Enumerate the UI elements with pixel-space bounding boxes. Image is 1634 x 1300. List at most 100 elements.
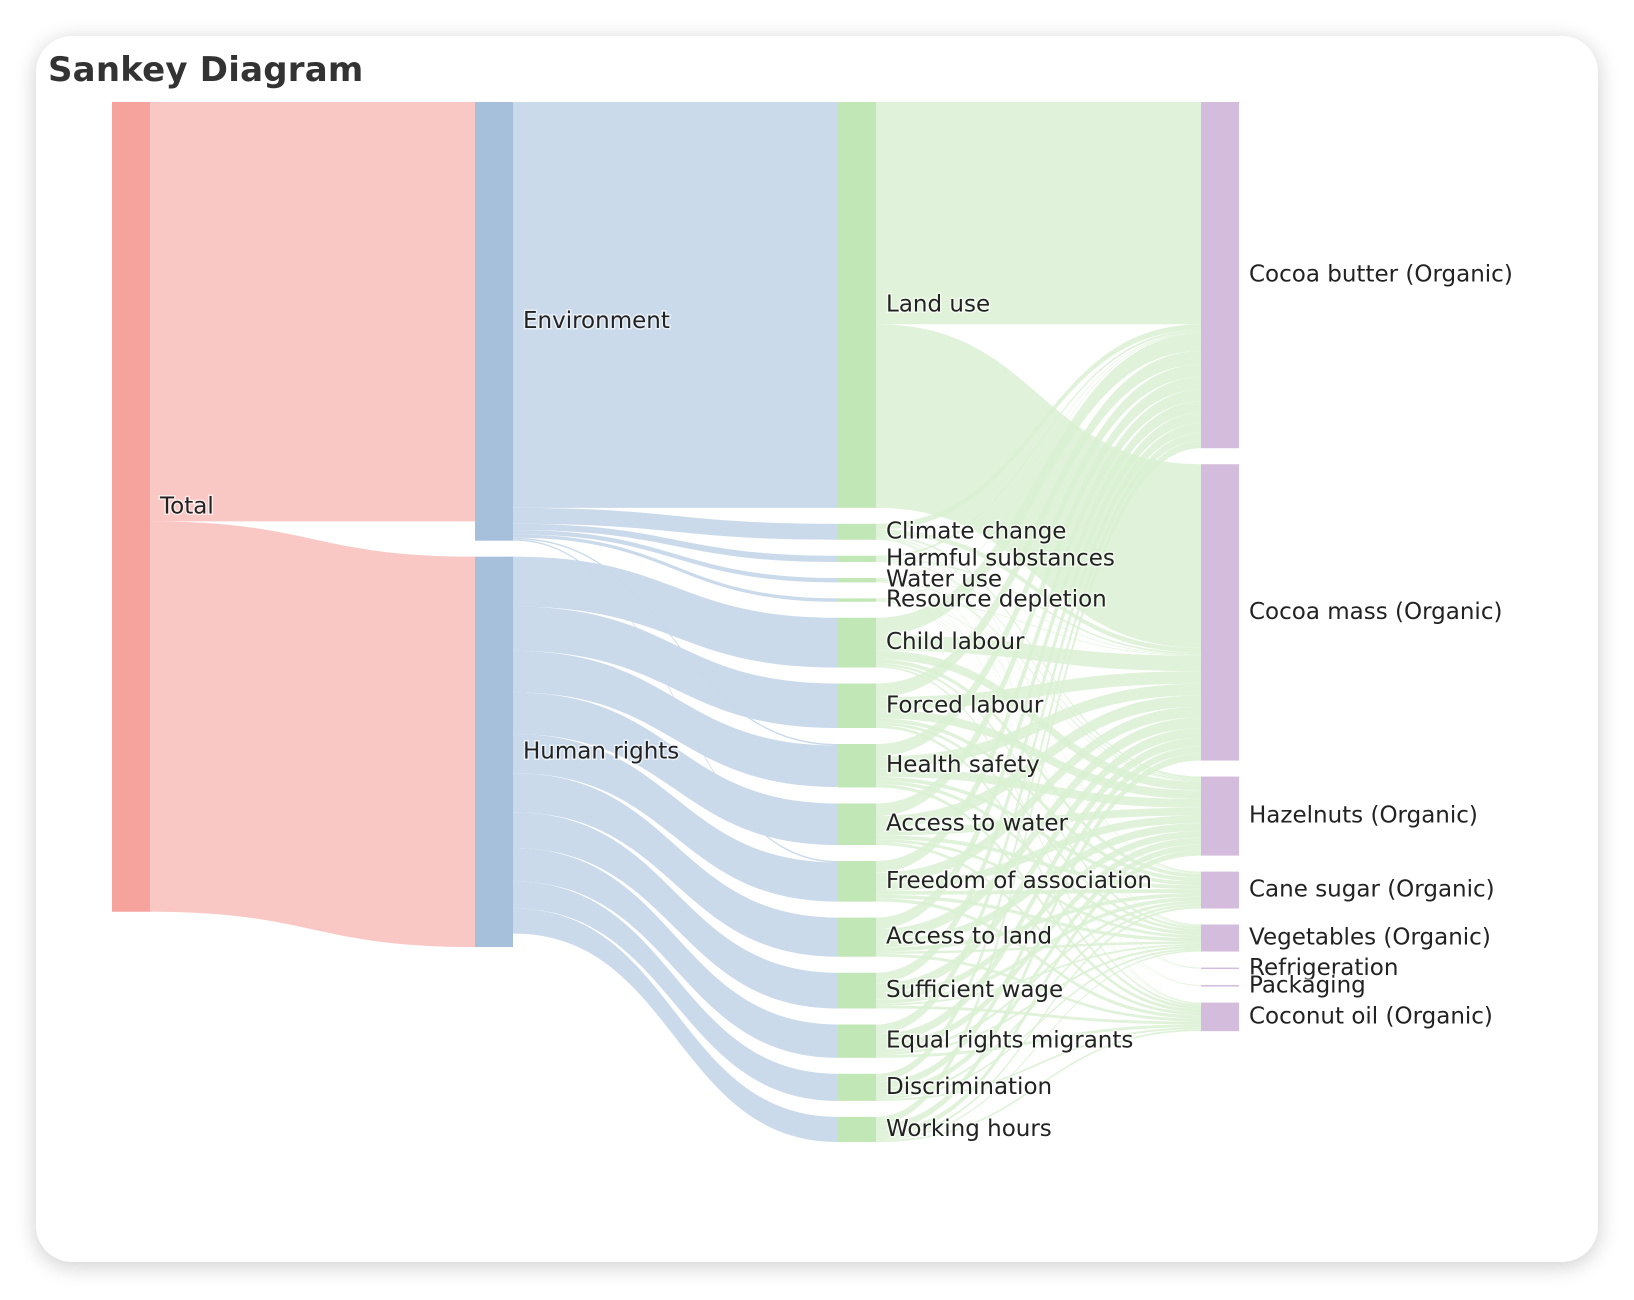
sankey-link	[876, 1005, 1201, 1025]
node-label: Vegetables (Organic)	[1249, 925, 1491, 951]
sankey-link	[876, 784, 1201, 1013]
sankey-node	[838, 972, 876, 1009]
sankey-link	[876, 728, 1201, 994]
node-label: Cocoa mass (Organic)	[1249, 599, 1502, 625]
sankey-link	[876, 898, 1201, 1019]
sankey-link	[513, 523, 838, 563]
sankey-node	[838, 917, 876, 957]
sankey-node	[838, 578, 876, 583]
sankey-link	[513, 102, 838, 508]
sankey-link	[876, 324, 1201, 530]
sankey-link	[513, 650, 838, 787]
node-label: Total	[159, 493, 214, 519]
sankey-link	[876, 330, 1201, 558]
links-layer	[150, 102, 1201, 1142]
sankey-link	[876, 332, 1201, 600]
sankey-link	[876, 401, 1201, 930]
node-label: Child labour	[886, 629, 1025, 655]
sankey-link	[876, 561, 1201, 926]
sankey-link	[876, 635, 1201, 672]
sankey-link	[876, 717, 1201, 940]
sankey-link	[876, 1027, 1201, 1101]
sankey-node	[1201, 102, 1239, 449]
sankey-link	[876, 333, 1201, 636]
sankey-link	[876, 412, 1201, 984]
sankey-link	[876, 351, 1201, 698]
sankey-node	[112, 102, 150, 912]
sankey-link	[513, 692, 838, 846]
sankey-link	[876, 364, 1201, 757]
node-label: Coconut oil (Organic)	[1249, 1003, 1493, 1029]
sankey-link	[876, 842, 1201, 1016]
sankey-link	[513, 556, 838, 668]
node-label: Resource depletion	[886, 587, 1107, 613]
sankey-link	[876, 600, 1201, 874]
node-label: Sufficient wage	[886, 977, 1063, 1003]
sankey-link	[876, 332, 1201, 579]
sankey-node	[1201, 464, 1239, 761]
sankey-link	[513, 848, 838, 1058]
node-label: Human rights	[523, 738, 679, 764]
sankey-link	[876, 1029, 1201, 1142]
sankey-link	[876, 807, 1201, 836]
sankey-link	[513, 908, 838, 1142]
sankey-link	[513, 733, 838, 902]
sankey-link	[876, 1024, 1201, 1058]
node-label: Water use	[886, 567, 1002, 593]
node-label: Harmful substances	[886, 545, 1115, 571]
node-label: Land use	[886, 291, 990, 317]
sankey-link	[876, 753, 1201, 1131]
sankey-link	[876, 896, 1201, 1004]
node-label: Access to land	[886, 924, 1052, 950]
sankey-link	[513, 881, 838, 1101]
sankey-link	[876, 671, 1201, 710]
sankey-link	[876, 844, 1201, 1095]
sankey-link	[876, 539, 1201, 1003]
node-label: Access to water	[886, 811, 1069, 837]
nodes-layer	[112, 102, 1239, 1142]
node-label: Health safety	[886, 752, 1040, 778]
sankey-link	[876, 943, 1201, 1006]
sankey-node	[1201, 776, 1239, 856]
sankey-link	[513, 507, 838, 540]
sankey-node	[838, 102, 876, 508]
sankey-link	[876, 746, 1201, 1089]
node-label: Packaging	[1249, 972, 1366, 998]
sankey-link	[876, 601, 1201, 1005]
node-label: Refrigeration	[1249, 955, 1398, 981]
sankey-link	[876, 433, 1201, 1082]
sankey-link	[876, 950, 1201, 1141]
sankey-link	[876, 102, 1201, 325]
sankey-link	[876, 903, 1201, 1098]
sankey-link	[876, 578, 1201, 656]
node-label: Climate change	[886, 518, 1066, 544]
sankey-link	[876, 423, 1201, 1035]
sankey-node	[1201, 967, 1239, 970]
sankey-link	[876, 850, 1201, 1137]
sankey-link	[876, 557, 1201, 655]
sankey-node	[475, 102, 513, 541]
sankey-link	[513, 534, 838, 602]
sankey-node	[838, 617, 876, 668]
node-label: Working hours	[886, 1116, 1052, 1142]
sankey-node	[838, 861, 876, 902]
sankey-node	[838, 743, 876, 788]
chart-title: Sankey Diagram	[48, 50, 364, 90]
sankey-node	[838, 555, 876, 563]
sankey-node	[838, 683, 876, 728]
sankey-link	[876, 665, 1201, 1007]
sankey-link	[876, 725, 1201, 1009]
sankey-link	[876, 737, 1201, 1043]
sankey-node	[838, 803, 876, 846]
node-label: Forced labour	[886, 692, 1044, 718]
sankey-link	[876, 706, 1201, 884]
node-label: Cane sugar (Organic)	[1249, 877, 1495, 903]
sankey-node	[1201, 871, 1239, 909]
sankey-link	[513, 530, 838, 583]
sankey-link	[513, 537, 838, 746]
sankey-link	[513, 773, 838, 957]
sankey-link	[876, 906, 1201, 1139]
sankey-node	[838, 598, 876, 602]
sankey-node	[1201, 1002, 1239, 1032]
